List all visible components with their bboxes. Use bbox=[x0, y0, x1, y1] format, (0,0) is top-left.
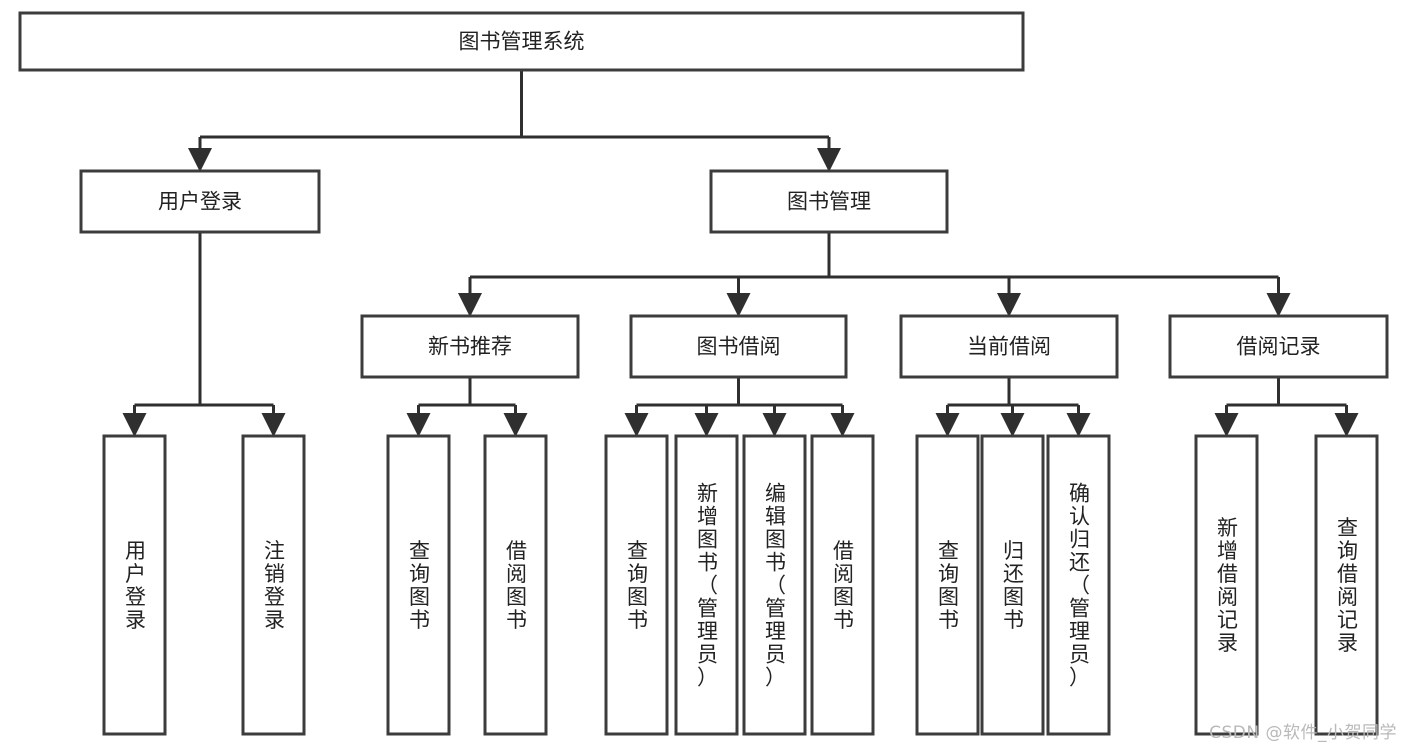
node-box bbox=[604, 434, 669, 736]
node-label: 新书推荐 bbox=[428, 335, 512, 359]
node-label: 查询图书 bbox=[938, 539, 959, 632]
node-user-login[interactable]: 用户登录 bbox=[79, 169, 321, 234]
node-borrow-record[interactable]: 借阅记录 bbox=[1168, 314, 1389, 379]
node-leaf-user-login[interactable]: 用户登录 bbox=[102, 434, 167, 736]
node-label: 用户登录 bbox=[125, 539, 146, 632]
node-leaf-return-book[interactable]: 归还图书 bbox=[980, 434, 1045, 736]
node-title[interactable]: 图书管理系统 bbox=[18, 11, 1025, 72]
node-box bbox=[483, 434, 548, 736]
node-label: 借阅图书 bbox=[506, 539, 527, 632]
node-book-manage[interactable]: 图书管理 bbox=[709, 169, 949, 234]
node-box bbox=[241, 434, 306, 736]
node-label: 新增图书（管理员） bbox=[697, 482, 718, 690]
node-label: 当前借阅 bbox=[967, 335, 1051, 359]
node-box bbox=[79, 169, 321, 234]
node-leaf-query-book-c[interactable]: 查询图书 bbox=[915, 434, 980, 736]
node-label: 图书借阅 bbox=[697, 335, 781, 359]
node-box bbox=[709, 169, 949, 234]
node-box bbox=[102, 434, 167, 736]
node-leaf-query-book-b[interactable]: 查询图书 bbox=[604, 434, 669, 736]
edge-layer bbox=[122, 70, 1359, 437]
node-box bbox=[360, 314, 580, 379]
node-leaf-add-borrow-record[interactable]: 新增借阅记录 bbox=[1194, 434, 1259, 736]
node-leaf-add-book[interactable]: 新增图书（管理员） bbox=[674, 434, 739, 736]
node-box bbox=[742, 434, 807, 736]
node-box bbox=[386, 434, 451, 736]
node-box bbox=[1194, 434, 1259, 736]
node-box bbox=[810, 434, 875, 736]
node-leaf-query-book-a[interactable]: 查询图书 bbox=[386, 434, 451, 736]
node-box bbox=[915, 434, 980, 736]
node-box bbox=[980, 434, 1045, 736]
node-label: 借阅记录 bbox=[1237, 335, 1321, 359]
node-label: 查询图书 bbox=[627, 539, 648, 632]
node-leaf-edit-book[interactable]: 编辑图书（管理员） bbox=[742, 434, 807, 736]
node-current-borrow[interactable]: 当前借阅 bbox=[899, 314, 1119, 379]
node-label: 归还图书 bbox=[1003, 539, 1024, 632]
node-box bbox=[629, 314, 848, 379]
node-label: 编辑图书（管理员） bbox=[765, 482, 786, 690]
watermark-label: CSDN @软件_小贺同学 bbox=[1209, 723, 1397, 743]
node-label: 确认归还（管理员） bbox=[1069, 482, 1090, 690]
node-box bbox=[1168, 314, 1389, 379]
node-leaf-borrow-book-a[interactable]: 借阅图书 bbox=[483, 434, 548, 736]
node-label: 查询图书 bbox=[409, 539, 430, 632]
node-label: 新增借阅记录 bbox=[1217, 516, 1238, 655]
node-new-book-recommend[interactable]: 新书推荐 bbox=[360, 314, 580, 379]
node-box bbox=[674, 434, 739, 736]
node-label: 图书管理 bbox=[787, 190, 871, 214]
node-book-borrow[interactable]: 图书借阅 bbox=[629, 314, 848, 379]
node-leaf-confirm-return[interactable]: 确认归还（管理员） bbox=[1046, 434, 1111, 736]
node-box bbox=[1314, 434, 1379, 736]
node-layer: 图书管理系统用户登录图书管理新书推荐图书借阅当前借阅借阅记录用户登录注销登录查询… bbox=[18, 11, 1389, 736]
node-label: 用户登录 bbox=[158, 190, 242, 214]
node-leaf-query-borrow-record[interactable]: 查询借阅记录 bbox=[1314, 434, 1379, 736]
node-label: 注销登录 bbox=[264, 539, 285, 632]
node-label: 图书管理系统 bbox=[459, 30, 585, 54]
node-box bbox=[18, 11, 1025, 72]
node-leaf-borrow-book-b[interactable]: 借阅图书 bbox=[810, 434, 875, 736]
node-leaf-logout-login[interactable]: 注销登录 bbox=[241, 434, 306, 736]
node-box bbox=[1046, 434, 1111, 736]
node-box bbox=[899, 314, 1119, 379]
node-label: 查询借阅记录 bbox=[1337, 516, 1358, 655]
node-label: 借阅图书 bbox=[833, 539, 854, 632]
